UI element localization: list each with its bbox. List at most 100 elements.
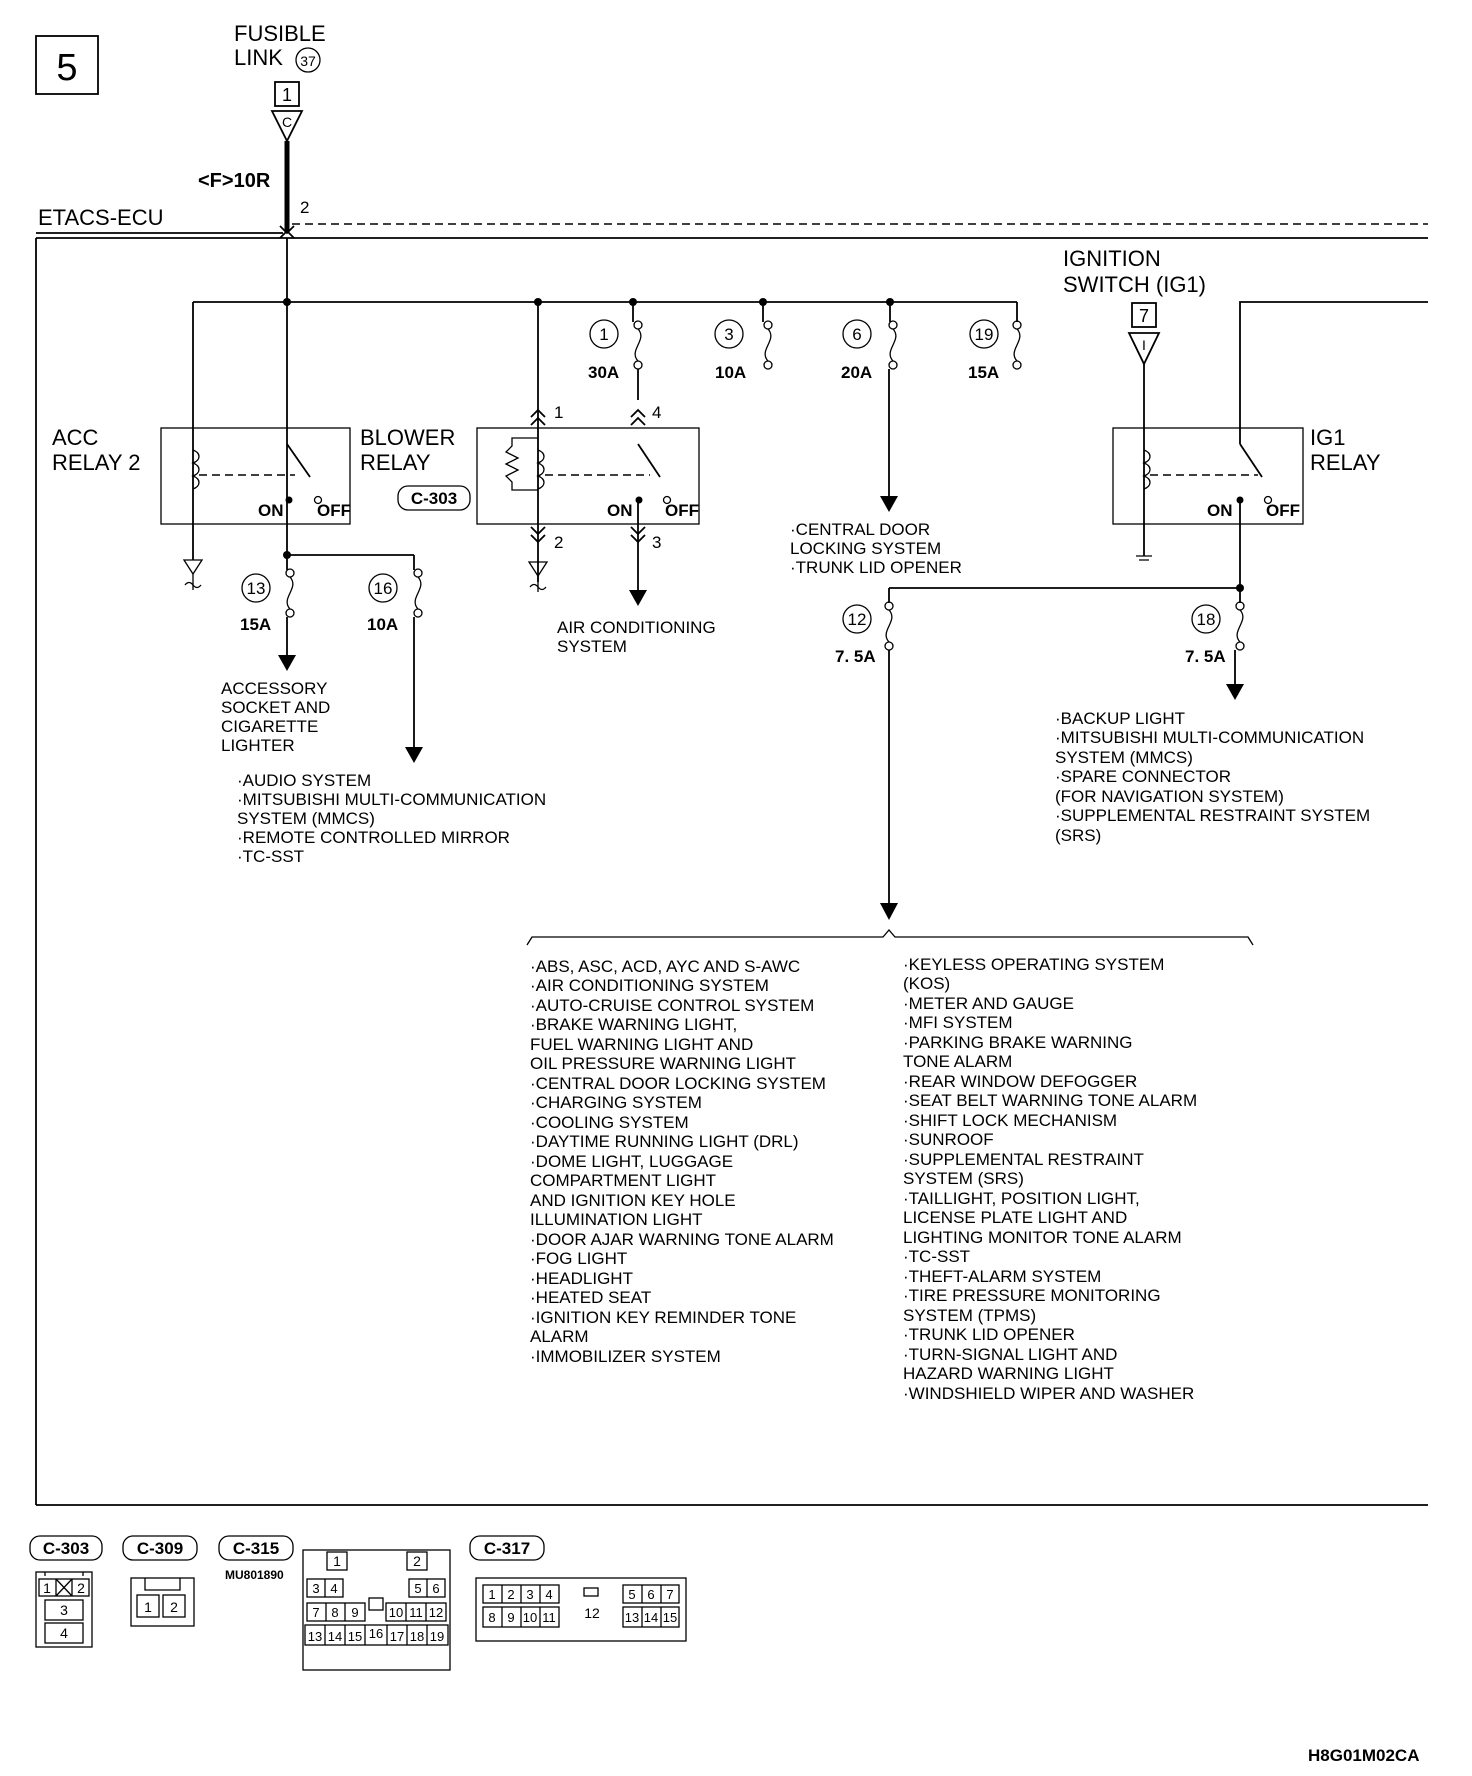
c315-pin-18: 18 — [410, 1629, 424, 1644]
c317-pin-13: 13 — [625, 1610, 639, 1625]
blower-pin-4: 4 — [652, 403, 661, 422]
load-left-19: ·IGNITION KEY REMINDER TONE — [530, 1308, 796, 1327]
load-left-2: ·AIR CONDITIONING SYSTEM — [530, 976, 769, 995]
c317-pin-3: 3 — [526, 1587, 533, 1602]
load-right-18: ·TIRE PRESSURE MONITORING — [903, 1286, 1161, 1305]
fuse-16-amp: 10A — [367, 615, 398, 634]
connector-c303 — [35, 1571, 93, 1648]
load-left-20: ALARM — [530, 1327, 589, 1346]
audio-line-3: SYSTEM (MMCS) — [237, 809, 375, 828]
central-door-line-1: ·CENTRAL DOOR — [790, 520, 930, 539]
fuse-19-number: 19 — [975, 325, 994, 344]
central-door-line-3: ·TRUNK LID OPENER — [790, 558, 962, 577]
blower-relay-box — [476, 427, 700, 525]
load-right-2: (KOS) — [903, 974, 950, 993]
fuse-18-number: 18 — [1197, 610, 1216, 629]
load-right-13: ·TAILLIGHT, POSITION LIGHT, — [903, 1189, 1140, 1208]
load-right-5: ·PARKING BRAKE WARNING — [903, 1033, 1133, 1052]
c315-pin-14: 14 — [328, 1629, 342, 1644]
load-right-11: ·SUPPLEMENTAL RESTRAINT — [903, 1150, 1144, 1169]
connector-c317 — [475, 1577, 687, 1642]
fuse-13-circle — [241, 573, 271, 603]
c303-pin-3: 3 — [60, 1602, 68, 1618]
load-right-3: ·METER AND GAUGE — [903, 994, 1074, 1013]
c315-pin-13: 13 — [308, 1629, 322, 1644]
fuse-19-amp: 15A — [968, 363, 999, 382]
fuse-1-circle — [589, 319, 619, 349]
load-right-17: ·THEFT-ALARM SYSTEM — [903, 1267, 1101, 1286]
connector-c315 — [302, 1549, 451, 1671]
c315-pin-17: 17 — [390, 1629, 404, 1644]
load-left-14: ILLUMINATION LIGHT — [530, 1210, 703, 1229]
fuse-16-circle — [368, 573, 398, 603]
etacs-pin: 2 — [300, 198, 309, 217]
c317-pin-15: 15 — [663, 1610, 677, 1625]
fusible-terminal: 1 — [282, 85, 292, 105]
ig1-relay-subtitle: RELAY — [1310, 450, 1381, 475]
fusible-terminal-box — [274, 81, 300, 107]
fuse-16-number: 16 — [374, 579, 393, 598]
accessory-line-1: ACCESSORY — [221, 679, 327, 698]
blower-relay-subtitle: RELAY — [360, 450, 431, 475]
load-right-9: ·SHIFT LOCK MECHANISM — [903, 1111, 1117, 1130]
load-left-13: AND IGNITION KEY HOLE — [530, 1191, 736, 1210]
blower-pin-3: 3 — [652, 533, 661, 552]
c315-pin-16: 16 — [369, 1626, 383, 1641]
blower-pin-1: 1 — [554, 403, 563, 422]
fuse-6-circle — [842, 319, 872, 349]
blower-relay-off: OFF — [665, 501, 699, 520]
c315-pin-8: 8 — [331, 1605, 338, 1620]
load-left-5: FUEL WARNING LIGHT AND — [530, 1035, 753, 1054]
load-right-7: ·REAR WINDOW DEFOGGER — [903, 1072, 1137, 1091]
load-list-bracket — [526, 929, 1254, 946]
load-left-9: ·COOLING SYSTEM — [530, 1113, 689, 1132]
connector-c309 — [130, 1577, 195, 1627]
c315-pin-12: 12 — [429, 1605, 443, 1620]
load-left-21: ·IMMOBILIZER SYSTEM — [530, 1347, 721, 1366]
c317-pin-10: 10 — [523, 1610, 537, 1625]
load-left-17: ·HEADLIGHT — [530, 1269, 633, 1288]
load-right-4: ·MFI SYSTEM — [903, 1013, 1013, 1032]
accessory-line-2: SOCKET AND — [221, 698, 330, 717]
load-right-19: SYSTEM (TPMS) — [903, 1306, 1036, 1325]
blower-relay-on: ON — [607, 501, 633, 520]
c317-pin-9: 9 — [507, 1610, 514, 1625]
ignition-switch-subtitle: SWITCH (IG1) — [1063, 272, 1206, 297]
c317-pin-2: 2 — [507, 1587, 514, 1602]
fuse-18-amp: 7. 5A — [1185, 647, 1226, 666]
c315-pin-3: 3 — [312, 1581, 319, 1596]
fuse-18-circle — [1191, 604, 1221, 634]
fusible-link-number-circle — [295, 47, 321, 73]
c317-pin-6: 6 — [647, 1587, 654, 1602]
fuse-6-number: 6 — [852, 325, 861, 344]
drawing-code: H8G01M02CA — [1308, 1746, 1420, 1765]
load-left-1: ·ABS, ASC, ACD, AYC AND S-AWC — [530, 957, 800, 976]
load-right-21: ·TURN-SIGNAL LIGHT AND — [903, 1345, 1117, 1364]
accessory-line-4: LIGHTER — [221, 736, 295, 755]
etacs-label: ETACS-ECU — [38, 205, 164, 230]
load-right-6: TONE ALARM — [903, 1052, 1012, 1071]
ig1-relay-on: ON — [1207, 501, 1233, 520]
load-right-20: ·TRUNK LID OPENER — [903, 1325, 1075, 1344]
c317-pin-11: 11 — [542, 1610, 556, 1625]
central-door-line-2: LOCKING SYSTEM — [790, 539, 941, 558]
c315-pin-4: 4 — [330, 1581, 337, 1596]
load-left-8: ·CHARGING SYSTEM — [530, 1093, 702, 1112]
fusible-link-number: 37 — [300, 53, 316, 69]
backup-line-4: ·SPARE CONNECTOR — [1055, 767, 1231, 786]
blower-pin-2: 2 — [554, 533, 563, 552]
fuse-12-number: 12 — [848, 610, 867, 629]
fuse-19-circle — [969, 319, 999, 349]
backup-line-2: ·MITSUBISHI MULTI-COMMUNICATION — [1055, 728, 1364, 747]
connector-c317-label: C-317 — [484, 1539, 530, 1558]
acc-relay-on: ON — [258, 501, 284, 520]
c315-pin-9: 9 — [351, 1605, 358, 1620]
load-right-15: LIGHTING MONITOR TONE ALARM — [903, 1228, 1182, 1247]
blower-relay-title: BLOWER — [360, 425, 455, 450]
c317-pin-7: 7 — [666, 1587, 673, 1602]
fuse-3-circle — [714, 319, 744, 349]
load-left-7: ·CENTRAL DOOR LOCKING SYSTEM — [530, 1074, 826, 1093]
connector-c315-part: MU801890 — [225, 1568, 284, 1582]
backup-line-7: (SRS) — [1055, 826, 1101, 845]
acc-relay-box — [160, 427, 351, 525]
